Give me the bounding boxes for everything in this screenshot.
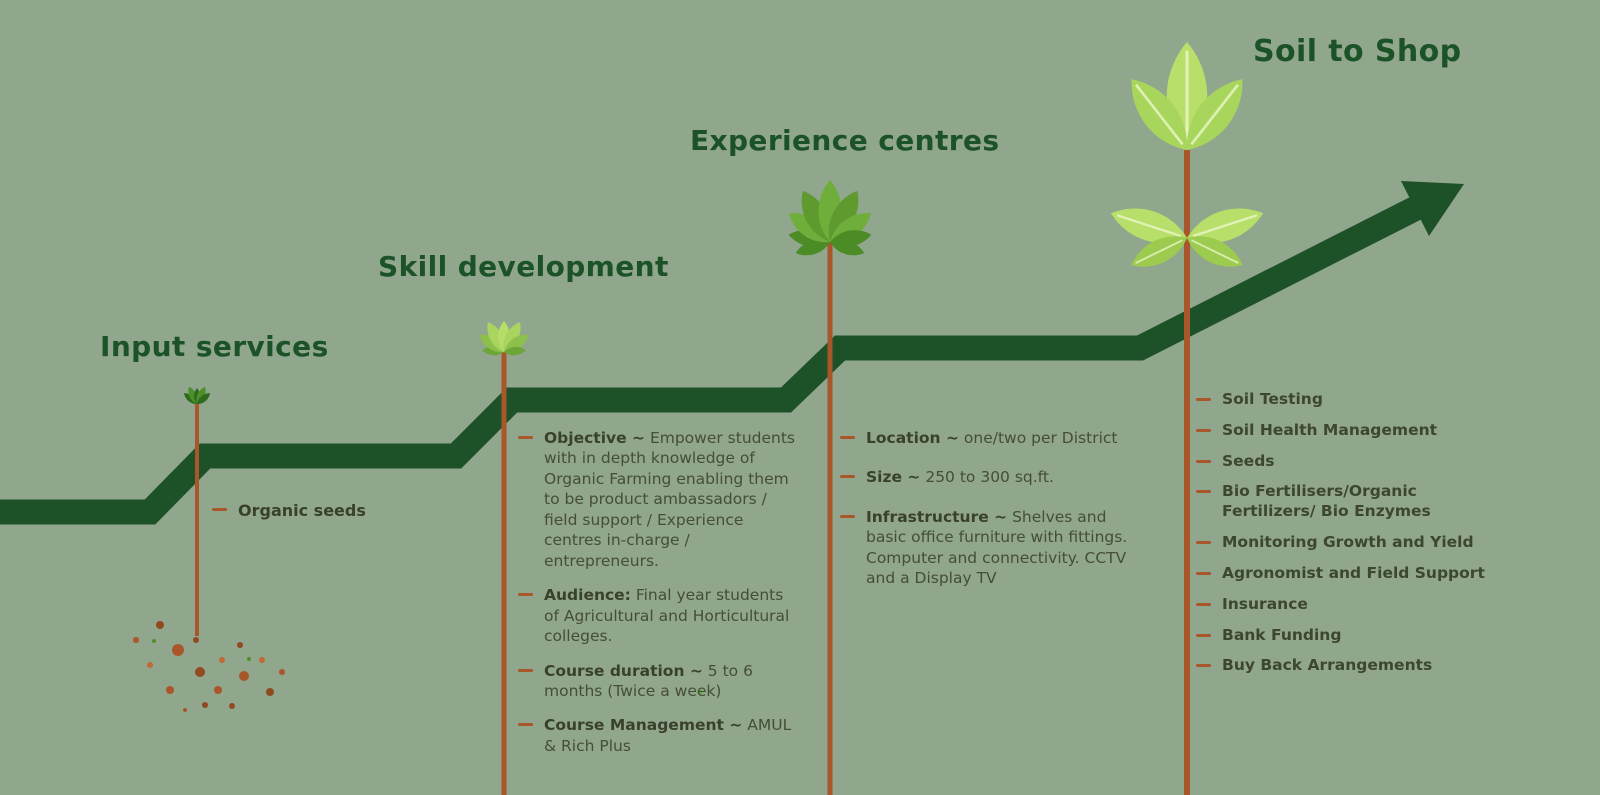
mature-plant-icon <box>1106 41 1268 276</box>
item-lead: Size ~ <box>866 468 921 487</box>
seedling-icon <box>181 385 213 407</box>
list-item: Bank Funding <box>1196 626 1508 646</box>
item-text: Bank Funding <box>1222 625 1342 644</box>
item-text: Monitoring Growth and Yield <box>1222 533 1474 552</box>
stage-title-input-services: Input services <box>100 330 329 363</box>
stage-1-items: Organic seeds <box>212 500 412 535</box>
item-text: Seeds <box>1222 451 1275 470</box>
item-text: Agronomist and Field Support <box>1222 563 1485 582</box>
dash-bullet-icon <box>212 508 227 511</box>
list-item: Agronomist and Field Support <box>1196 564 1508 584</box>
item-text: Soil Testing <box>1222 390 1323 408</box>
item-lead: Course duration ~ <box>544 661 703 680</box>
stage-title-soil-to-shop: Soil to Shop <box>1253 34 1462 69</box>
dash-bullet-icon <box>1196 541 1211 545</box>
dash-bullet-icon <box>1196 633 1211 637</box>
dash-bullet-icon <box>518 723 533 727</box>
item-lead: Audience: <box>544 586 631 605</box>
stage-2-items: Objective ~ Empower students with in dep… <box>518 428 802 770</box>
dash-bullet-icon <box>1196 490 1211 494</box>
stage-4-items: Soil Testing Soil Health Management Seed… <box>1196 390 1508 687</box>
item-lead: Location ~ <box>866 429 959 447</box>
stage-title-skill-development: Skill development <box>378 250 669 283</box>
scattered-seeds <box>133 621 703 712</box>
dash-bullet-icon <box>1196 398 1211 401</box>
item-text: AMUL & Rich Plus <box>544 716 792 755</box>
item-text: one/two per District <box>958 429 1118 447</box>
dash-bullet-icon <box>840 436 855 439</box>
list-item: Bio Fertilisers/Organic Fertilizers/ Bio… <box>1196 482 1508 522</box>
item-text: Bio Fertilisers/Organic Fertilizers/ Bio… <box>1222 482 1431 521</box>
item-text: Empower students with in depth knowledge… <box>544 429 795 570</box>
item-text: Insurance <box>1222 594 1308 613</box>
item-lead: Course Management ~ <box>544 716 743 735</box>
dash-bullet-icon <box>518 436 533 439</box>
list-item: Audience: Final year students of Agricul… <box>518 585 802 646</box>
stage-3-items: Location ~ one/two per District Size ~ 2… <box>840 428 1134 608</box>
list-item: Insurance <box>1196 595 1508 615</box>
dash-bullet-icon <box>1196 664 1211 668</box>
dash-bullet-icon <box>1196 428 1211 432</box>
dash-bullet-icon <box>518 593 533 597</box>
item-lead: Infrastructure ~ <box>866 507 1008 526</box>
dash-bullet-icon <box>1196 602 1211 606</box>
dash-bullet-icon <box>840 475 855 479</box>
sapling-icon <box>476 318 532 357</box>
plant-stems <box>195 150 1190 795</box>
list-item: Location ~ one/two per District <box>840 428 1134 448</box>
dash-bullet-icon <box>840 514 855 518</box>
list-item: Course duration ~ 5 to 6 months (Twice a… <box>518 661 802 702</box>
list-item: Buy Back Arrangements <box>1196 656 1508 676</box>
item-text: Buy Back Arrangements <box>1222 656 1433 675</box>
item-text: Shelves and basic office furniture with … <box>866 507 1128 588</box>
item-text: Final year students of Agricultural and … <box>544 586 790 646</box>
growth-arrow <box>0 181 1464 525</box>
dash-bullet-icon <box>1196 459 1211 463</box>
stage-title-experience-centres: Experience centres <box>690 124 1000 157</box>
list-item: Soil Health Management <box>1196 421 1508 441</box>
item-text: 250 to 300 sq.ft. <box>920 468 1054 487</box>
item-text: Organic seeds <box>238 501 366 520</box>
list-item: Infrastructure ~ Shelves and basic offic… <box>840 507 1134 589</box>
list-item: Course Management ~ AMUL & Rich Plus <box>518 715 802 756</box>
list-item: Seeds <box>1196 452 1508 472</box>
list-item: Objective ~ Empower students with in dep… <box>518 428 802 571</box>
list-item: Soil Testing <box>1196 390 1508 410</box>
list-item: Monitoring Growth and Yield <box>1196 533 1508 553</box>
dash-bullet-icon <box>518 668 533 672</box>
item-lead: Objective ~ <box>544 429 646 447</box>
item-text: 5 to 6 months (Twice a week) <box>544 661 753 700</box>
list-item: Organic seeds <box>212 500 412 521</box>
dash-bullet-icon <box>1196 571 1211 575</box>
list-item: Size ~ 250 to 300 sq.ft. <box>840 467 1134 487</box>
item-text: Soil Health Management <box>1222 420 1438 439</box>
